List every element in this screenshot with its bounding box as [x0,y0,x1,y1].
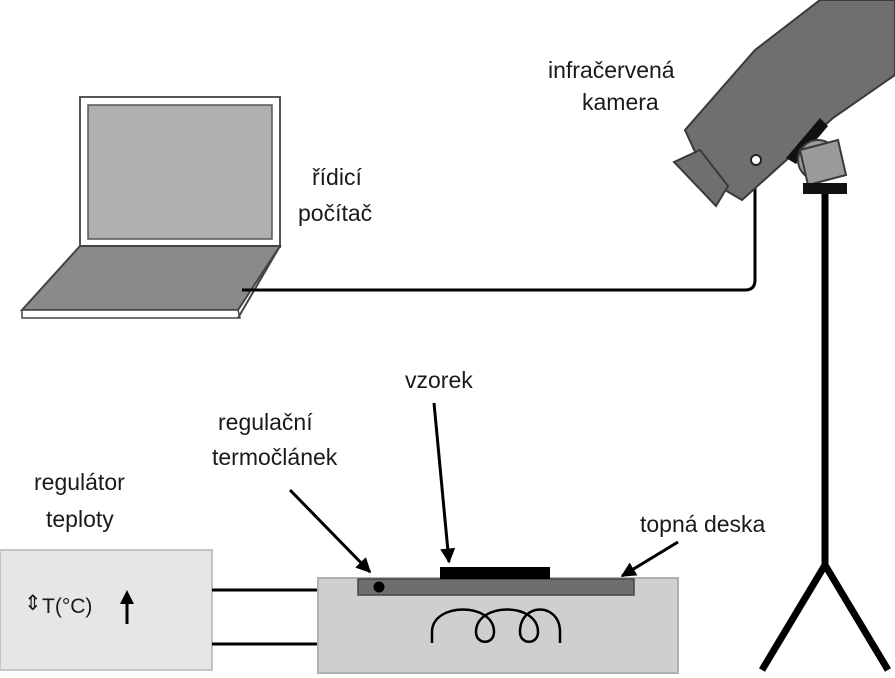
heater-block [317,567,679,674]
regulator-label-line1: regulátor [34,469,125,495]
plate-pointer-arrow [620,540,679,578]
plate-label: topná deska [640,511,766,537]
temperature-readout: T(°C) [42,595,92,618]
tripod-icon [758,194,892,672]
data-cable [242,160,757,292]
sample-label: vzorek [405,367,473,393]
heating-coil-icon [430,608,562,643]
computer-label-line2: počítač [298,200,372,226]
thermocouple-label-line1: regulační [218,409,313,435]
updown-icon: ⇕ [24,592,42,615]
thermocouple-pointer-arrow [288,488,372,574]
temperature-regulator: ⇕ T(°C) [0,549,213,671]
camera-label-line1: infračervená [548,57,675,83]
regulator-label-line2: teploty [46,506,114,532]
infrared-camera-icon [672,0,895,208]
computer-label-line1: řídicí [312,164,362,190]
sample-pointer-arrow [432,402,456,564]
laptop-icon [19,96,282,319]
up-arrow-icon [120,590,134,624]
camera-label-line2: kamera [582,89,659,115]
thermocouple-label-line2: termočlánek [212,444,338,470]
